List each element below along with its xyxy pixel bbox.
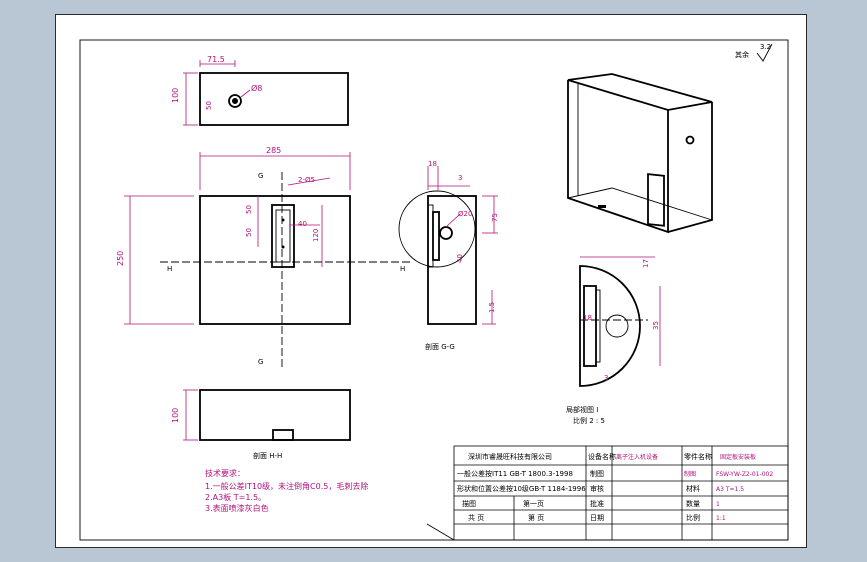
notes-line-3: 3.表面喷漆灰白色 (205, 503, 269, 513)
tb-total: 共 页 (468, 513, 484, 522)
dim-50-top: 50 (205, 101, 213, 110)
dim-3-gg: 3 (458, 174, 462, 182)
tb-company: 深圳市睿晟旺科技有限公司 (468, 452, 552, 461)
front-view: G G H H 285 250 2-Ø5 50 50 40 120 (116, 146, 410, 368)
dim-100-hh: 100 (171, 408, 180, 423)
tb-scale-label: 比例 (686, 513, 700, 522)
cut-h-right: H (400, 265, 405, 273)
isometric-view (567, 73, 713, 234)
tb-std3-a: 描图 (462, 499, 476, 508)
tb-draw-label: 制图 (590, 469, 604, 478)
dim-18-gg: 18 (428, 160, 437, 168)
tb-design-value: 离子注入机设备 (616, 453, 658, 461)
dim-285: 285 (266, 146, 281, 155)
tb-std3-b: 第一页 (523, 499, 544, 508)
tb-drawing-no: FSW-YW-Z2-01-002 (716, 471, 773, 478)
notes-line-1: 1.一般公差IT10级，未注倒角C0.5，毛刺去除 (205, 481, 368, 491)
dim-35: 35 (652, 321, 660, 330)
dim-40-gg: 40 (456, 254, 464, 263)
dim-1-5: 1.5 (488, 302, 496, 313)
dim-d20: Ø20 (458, 210, 472, 218)
caption-section-hh: 剖面 H-H (253, 451, 282, 460)
tb-check-label: 审核 (590, 484, 604, 493)
roughness-label: 其余 (735, 50, 749, 59)
dim-250: 250 (116, 251, 125, 266)
dim-17: 17 (642, 259, 650, 268)
section-gg: 18 3 Ø20 75 40 1.5 剖面 G-G (398, 160, 499, 351)
top-view: 71.5 100 50 Ø8 (171, 55, 349, 126)
tb-part-value: 固定板安装板 (720, 453, 756, 461)
dim-71-5: 71.5 (207, 55, 225, 64)
tb-qty-value: 1 (716, 501, 720, 508)
title-block: 深圳市睿晟旺科技有限公司 一般公差按IT11 GB-T 1800.3-1998 … (426, 445, 789, 541)
dim-2-d5: 2-Ø5 (298, 176, 315, 184)
tb-approve-label: 批准 (590, 499, 604, 508)
detail-scale: 比例 2 : 5 (573, 416, 605, 425)
dim-50-a: 50 (245, 205, 253, 214)
dim-18-detail: 18 (583, 314, 592, 322)
tb-design-label: 设备名称 (588, 452, 616, 461)
tb-draw-label-2: 制图 (684, 470, 696, 478)
notes-title: 技术要求： (205, 468, 245, 478)
tb-std1: 一般公差按IT11 GB-T 1800.3-1998 (457, 469, 573, 478)
roughness-value: 3.2 (760, 43, 771, 51)
tb-material-value: A3 T=1.5 (716, 486, 744, 493)
technical-notes: 技术要求： 1.一般公差IT10级，未注倒角C0.5，毛刺去除 2.A3板 T=… (205, 468, 368, 513)
tb-part-label: 零件名称 (684, 452, 712, 461)
dim-75: 75 (491, 213, 499, 222)
inner-frame (79, 39, 789, 541)
tb-std2: 形状和位置公差按10级GB-T 1184-1996 (457, 484, 586, 493)
roughness-symbol: 其余 3.2 (735, 43, 773, 62)
caption-detail: 局部视图 I (566, 405, 598, 414)
tb-qty-label: 数量 (686, 499, 700, 508)
tb-page: 第 页 (528, 513, 544, 522)
cut-g-bottom: G (258, 358, 263, 366)
section-hh: 100 剖面 H-H (171, 389, 351, 460)
dim-50-b: 50 (245, 228, 253, 237)
cut-g-top: G (258, 172, 263, 180)
detail-view: 17 18 35 3 局部视图 I 比例 2 : 5 (566, 256, 661, 425)
dim-3-detail: 3 (604, 374, 608, 382)
tb-scale-value: 1:1 (716, 515, 726, 522)
caption-section-gg: 剖面 G-G (425, 342, 455, 351)
dim-40-front: 40 (298, 220, 307, 228)
notes-line-2: 2.A3板 T=1.5。 (205, 492, 266, 502)
tb-date-label: 日期 (590, 514, 604, 522)
dim-120: 120 (312, 229, 320, 242)
tb-material-label: 材料 (686, 484, 700, 493)
dim-100-top: 100 (171, 88, 180, 103)
dim-hole-8: Ø8 (251, 83, 262, 93)
cut-h-left: H (167, 265, 172, 273)
